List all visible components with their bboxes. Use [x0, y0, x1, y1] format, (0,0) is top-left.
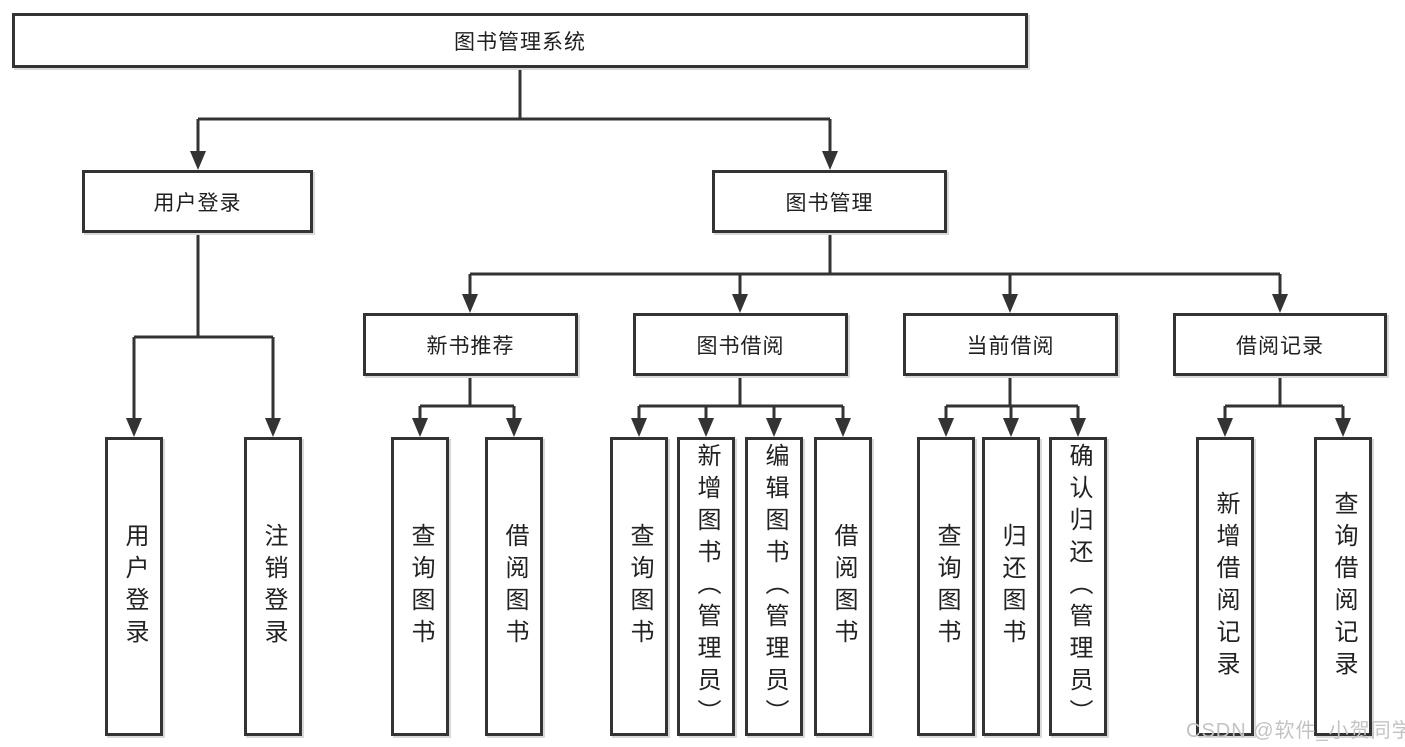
arrow-down-icon [126, 418, 142, 437]
arrow-down-icon [732, 294, 748, 313]
node-book-borrow: 图书借阅 [633, 313, 848, 376]
leaf-label: 新增借阅记录 [1212, 490, 1239, 683]
arrow-down-icon [1335, 418, 1351, 437]
leaf-label: 查询图书 [407, 522, 434, 651]
connector-path [132, 68, 1345, 419]
leaf-query-borrow-record: 查询借阅记录 [1314, 437, 1372, 736]
node-label: 用户登录 [153, 191, 242, 215]
arrow-down-icon [1003, 418, 1019, 437]
leaf-label: 借阅图书 [501, 522, 528, 651]
node-label: 图书借阅 [696, 334, 785, 358]
leaf-confirm-return-admin: 确认归还（管理员） [1049, 437, 1107, 736]
arrow-down-icon [1070, 418, 1086, 437]
leaf-label: 编辑图书（管理员） [761, 442, 788, 731]
leaf-label: 查询借阅记录 [1330, 490, 1357, 683]
leaf-add-book-admin: 新增图书（管理员） [677, 437, 735, 736]
leaf-label: 借阅图书 [830, 522, 857, 651]
leaf-query-books: 查询图书 [917, 437, 975, 736]
node-user-login: 用户登录 [82, 170, 313, 233]
leaf-label: 用户登录 [121, 522, 148, 651]
node-label: 图书管理系统 [454, 30, 586, 54]
node-label: 借阅记录 [1236, 334, 1324, 358]
arrow-down-icon [190, 151, 206, 170]
leaf-user-login: 用户登录 [105, 437, 163, 736]
leaf-label: 查询图书 [626, 522, 653, 651]
leaf-edit-book-admin: 编辑图书（管理员） [745, 437, 803, 736]
arrow-down-icon [1272, 294, 1288, 313]
leaf-label: 确认归还（管理员） [1065, 442, 1092, 731]
arrow-down-icon [938, 418, 954, 437]
leaf-label: 查询图书 [933, 522, 960, 651]
leaf-label: 新增图书（管理员） [693, 442, 720, 731]
arrow-down-icon [835, 418, 851, 437]
arrow-down-icon [412, 418, 428, 437]
leaf-borrow-books: 借阅图书 [814, 437, 872, 736]
arrow-down-icon [766, 418, 782, 437]
leaf-label: 归还图书 [998, 522, 1025, 651]
leaf-return-books: 归还图书 [982, 437, 1040, 736]
node-new-book-recommend: 新书推荐 [363, 313, 578, 376]
node-current-borrow: 当前借阅 [903, 313, 1118, 376]
leaf-query-books: 查询图书 [610, 437, 668, 736]
arrow-down-icon [631, 418, 647, 437]
csdn-watermark: CSDN @软件_小贺同学 [1186, 720, 1405, 742]
arrow-down-icon [1002, 294, 1018, 313]
leaf-borrow-books: 借阅图书 [485, 437, 543, 736]
arrow-down-icon [462, 294, 478, 313]
node-label: 图书管理 [785, 191, 874, 215]
node-book-management: 图书管理 [712, 170, 947, 233]
node-root-system: 图书管理系统 [12, 13, 1028, 68]
arrow-down-icon [506, 418, 522, 437]
arrow-down-icon [822, 151, 838, 170]
arrow-down-icon [265, 418, 281, 437]
leaf-label: 注销登录 [260, 522, 287, 651]
arrow-down-icon [1217, 418, 1233, 437]
arrow-down-icon [698, 418, 714, 437]
leaf-query-books: 查询图书 [391, 437, 449, 736]
node-label: 新书推荐 [426, 334, 515, 358]
leaf-add-borrow-record: 新增借阅记录 [1196, 437, 1254, 736]
arrowhead-icons [126, 151, 1351, 437]
node-label: 当前借阅 [966, 334, 1055, 358]
leaf-logout: 注销登录 [244, 437, 302, 736]
node-borrow-records: 借阅记录 [1173, 313, 1387, 376]
